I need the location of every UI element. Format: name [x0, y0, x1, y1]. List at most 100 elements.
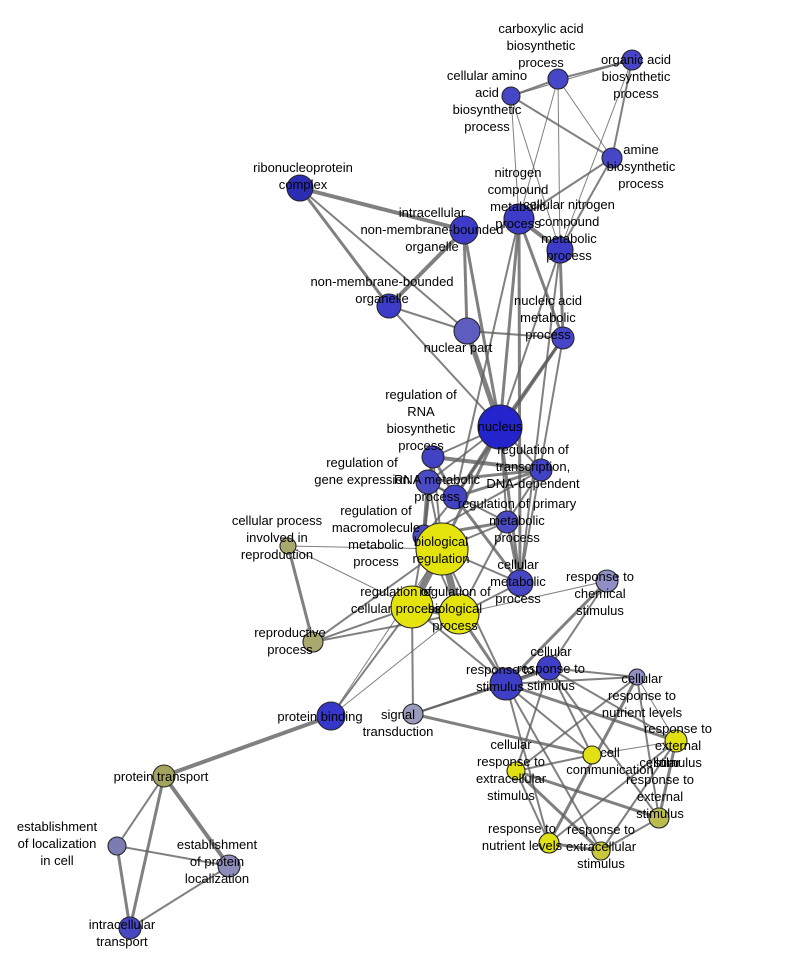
edge-crs-cc: [548, 667, 593, 756]
node-res[interactable]: [664, 729, 688, 753]
node-crnl[interactable]: [628, 668, 646, 686]
edge-pt-elc: [116, 775, 165, 847]
node-st[interactable]: [402, 703, 424, 725]
node-cpir[interactable]: [279, 537, 297, 555]
node-rp[interactable]: [302, 631, 324, 653]
edge-rcs-rbp: [458, 580, 608, 615]
edge-crnl-crexs: [636, 676, 660, 819]
node-label-nuc: nucleus: [478, 419, 523, 434]
edge-oab-cncm: [559, 59, 633, 251]
node-rnp[interactable]: [286, 174, 314, 202]
edge-rrb-rtd: [432, 455, 542, 472]
edge-rnp-np: [299, 187, 468, 332]
node-nuc[interactable]: [477, 404, 523, 450]
node-rpm[interactable]: [495, 510, 519, 534]
node-rs[interactable]: [489, 667, 523, 701]
edge-caab-ncm: [510, 95, 520, 220]
node-rtd[interactable]: [529, 458, 553, 482]
node-oab[interactable]: [621, 49, 643, 71]
node-cmp[interactable]: [506, 569, 534, 597]
edge-pb-rbp: [330, 613, 460, 717]
edge-res-crexs: [657, 740, 678, 819]
edge-inmbo-np: [462, 229, 469, 332]
edge-rcs-rs: [504, 579, 609, 686]
node-rge[interactable]: [415, 469, 441, 495]
node-rrb[interactable]: [421, 445, 445, 469]
node-np[interactable]: [453, 317, 481, 345]
edge-cab-cncm: [557, 78, 561, 251]
edge-rmp-cmp: [453, 496, 522, 584]
edge-nuc-cmp: [498, 426, 522, 584]
edge-rs-cc: [505, 683, 593, 756]
node-nmbo[interactable]: [376, 293, 402, 319]
edge-ab-ncm: [518, 157, 613, 220]
edge-rp-rbp: [312, 613, 460, 643]
node-elc[interactable]: [107, 836, 127, 856]
node-crexs[interactable]: [648, 807, 670, 829]
edge-res-rexs: [600, 740, 677, 852]
node-label-pb: protein binding: [277, 709, 362, 724]
node-cres[interactable]: [506, 761, 526, 781]
node-crs[interactable]: [536, 655, 562, 681]
edge-rcs-crs: [548, 580, 608, 669]
edge-pb-br: [330, 548, 443, 717]
node-rexs[interactable]: [591, 841, 611, 861]
node-label-pt: protein transport: [114, 769, 209, 784]
edge-ncm-nam: [517, 218, 565, 339]
edge-cpir-rp: [286, 545, 315, 643]
edge-crs-crnl: [548, 667, 638, 678]
node-it[interactable]: [118, 916, 142, 940]
edge-cncm-cmp: [519, 249, 561, 584]
edge-elc-it: [115, 845, 132, 929]
edge-epl-it: [129, 865, 230, 929]
edge-pb-rcp: [330, 606, 413, 717]
node-label-np: nuclear part: [424, 340, 493, 355]
edge-nmbo-nuc: [388, 305, 501, 428]
node-epl[interactable]: [217, 854, 241, 878]
node-cncm[interactable]: [546, 236, 574, 264]
node-rbp[interactable]: [438, 593, 480, 635]
edge-rnp-inmbo: [299, 186, 465, 232]
node-ab[interactable]: [601, 147, 623, 169]
node-nam[interactable]: [551, 326, 575, 350]
edge-res-cc: [591, 740, 677, 756]
node-cc[interactable]: [582, 745, 602, 765]
edge-pt-epl: [162, 774, 231, 868]
node-cab[interactable]: [547, 68, 569, 90]
node-br[interactable]: [415, 522, 469, 576]
node-rnl[interactable]: [538, 832, 560, 854]
node-caab[interactable]: [501, 86, 521, 106]
edge-epl-elc: [116, 845, 230, 867]
node-rmp[interactable]: [442, 484, 468, 510]
edge-rs-rnl: [505, 683, 550, 844]
node-pt[interactable]: [152, 764, 176, 788]
edge-rtd-rmp: [454, 468, 542, 499]
node-pb[interactable]: [316, 701, 346, 731]
node-ncm[interactable]: [503, 203, 535, 235]
node-inmbo[interactable]: [449, 215, 479, 245]
node-rcp[interactable]: [390, 585, 434, 629]
edge-oab-ab: [611, 59, 633, 159]
node-rcs[interactable]: [595, 569, 619, 593]
